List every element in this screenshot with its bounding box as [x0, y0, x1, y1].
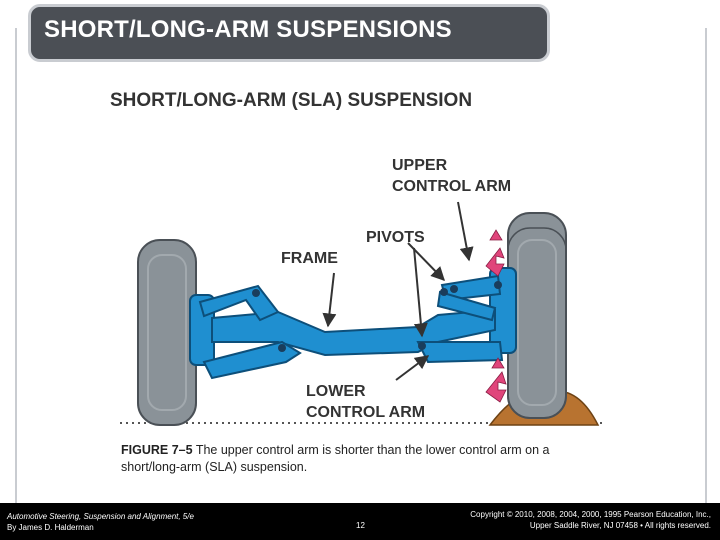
figure-number: FIGURE 7–5	[121, 443, 193, 457]
left-tire	[137, 239, 197, 426]
upper-motion-arrow	[485, 229, 505, 277]
pivot-bolt	[418, 342, 426, 350]
frame-arrow	[322, 272, 337, 328]
title-tab	[28, 4, 550, 62]
upper-control-arm-label-line2: CONTROL ARM	[392, 178, 512, 195]
footer-bar: Automotive Steering, Suspension and Alig…	[0, 503, 720, 540]
figure-caption: FIGURE 7–5 The upper control arm is shor…	[121, 442, 601, 476]
pivot-bolt	[440, 288, 448, 296]
footer-copyright: Copyright © 2010, 2008, 2004, 2000, 1995…	[470, 509, 711, 531]
upper-control-arm-arrow	[457, 201, 474, 262]
footer-copyright-line1: Copyright © 2010, 2008, 2004, 2000, 1995…	[470, 510, 711, 519]
lower-control-arm-label-line1: LOWER	[306, 383, 366, 400]
lower-control-arm-label-line2: CONTROL ARM	[306, 404, 426, 421]
pivot-bolt	[252, 289, 260, 297]
footer-page-number: 12	[356, 521, 365, 530]
slide-title: SHORT/LONG-ARM SUSPENSIONS	[44, 16, 452, 43]
pivot-bolt	[494, 281, 502, 289]
upper-control-arm-label-line1: UPPER	[392, 157, 448, 174]
frame-label: FRAME	[281, 250, 338, 267]
suspension-illustration	[120, 201, 605, 426]
lower-control-arm-arrow	[395, 355, 430, 381]
upper-control-arm-label: UPPER CONTROL ARM	[392, 155, 511, 197]
pivot-bolt	[278, 344, 286, 352]
left-lower-control-arm	[202, 340, 302, 380]
pivot-arrow	[413, 247, 428, 338]
footer-book-title: Automotive Steering, Suspension and Alig…	[7, 512, 194, 521]
footer-author: By James D. Halderman	[7, 523, 94, 532]
diagram-title: SHORT/LONG-ARM (SLA) SUSPENSION	[110, 90, 473, 111]
pivots-label: PIVOTS	[366, 229, 425, 246]
right-lower-control-arm	[416, 341, 504, 364]
caption-text: The upper control arm is shorter than th…	[121, 443, 550, 474]
footer-copyright-line2: Upper Saddle River, NJ 07458 • All right…	[529, 521, 711, 530]
pivot-bolt	[450, 285, 458, 293]
suspension-figure	[100, 80, 620, 435]
footer-book-info: Automotive Steering, Suspension and Alig…	[7, 511, 194, 533]
lower-control-arm-label: LOWER CONTROL ARM	[306, 381, 425, 423]
lower-motion-arrow	[485, 357, 507, 403]
